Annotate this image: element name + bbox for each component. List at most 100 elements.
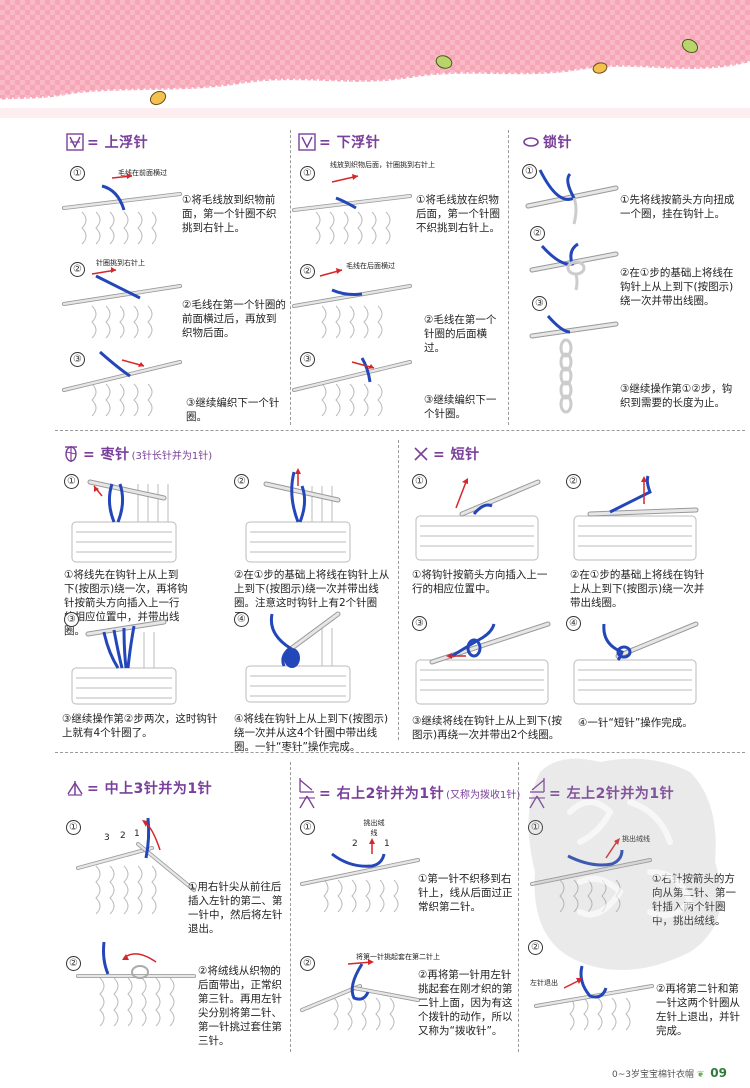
illustration-note: 挑出绒线 — [363, 819, 385, 837]
divider — [398, 440, 399, 740]
leaf-icon — [435, 55, 453, 69]
step-caption: ①将毛线放在织物后面，第一个针圈不织挑到右针上。 — [416, 194, 500, 234]
illustration-note: 将第一针挑起套在第二针上 — [356, 953, 440, 961]
step-caption: ①将线先在钩针上从上到下(按图示)绕一次，再将钩针按箭头方向插入上一行的相应位置… — [64, 569, 188, 637]
illustration-note: 针圈挑到右针上 — [96, 259, 145, 267]
section-title-slip-front: = 上浮针 — [66, 132, 148, 152]
step-caption: ③继续操作第①②步，钩织到需要的长度为止。 — [620, 383, 733, 409]
section-title-bobble: = 枣针 (3针长针并为1针) — [62, 444, 212, 464]
step-number: ④ — [566, 616, 581, 631]
knit-illustration — [292, 268, 412, 339]
step-number: ① — [412, 474, 427, 489]
needle-label: 3 — [104, 833, 110, 843]
crochet-illustration — [71, 619, 177, 705]
divider — [508, 130, 509, 425]
crochet-illustration — [529, 315, 619, 414]
step-caption: ①将钩针按箭头方向插入上一行的相应位置中。 — [412, 569, 548, 595]
knit-illustration — [292, 357, 412, 417]
knit-illustration: 2 1 — [300, 838, 420, 913]
crochet-illustration — [415, 478, 541, 561]
crochet-illustration — [415, 621, 551, 705]
knit-illustration — [534, 965, 654, 1031]
single-crochet-symbol-icon — [414, 447, 428, 461]
divider — [55, 430, 745, 431]
step-number: ② — [66, 956, 81, 971]
divider — [290, 762, 291, 1052]
step-number: ③ — [300, 352, 315, 367]
step-caption: ①将毛线放到织物前面，第一个针圈不织挑到右针上。 — [182, 194, 277, 234]
section-title-center-3-dec: = 中上3针并为1针 — [66, 778, 212, 798]
step-number: ① — [66, 820, 81, 835]
illustration-note: 线放到织物后面，针圈挑到右针上 — [330, 161, 435, 169]
illustration-note: 毛线在后面横过 — [346, 262, 395, 270]
knit-illustration — [62, 267, 182, 339]
step-number: ② — [566, 474, 581, 489]
step-caption: ②再将第二针和第一针这两个针圈从左针上退出，并针完成。 — [656, 983, 740, 1037]
step-caption: ①用右针尖从前往后插入左针的第二、第一针中，然后将左针退出。 — [188, 881, 283, 935]
needle-label: 2 — [352, 839, 358, 849]
knit-illustration — [530, 838, 652, 913]
watermark-seal — [528, 758, 722, 970]
knit-illustration — [300, 959, 420, 1031]
slip-front-symbol-icon — [66, 133, 84, 151]
knit-illustration — [62, 350, 182, 417]
step-number: ② — [530, 226, 545, 241]
section-title-chain: 锁针 — [522, 132, 572, 152]
step-number: ① — [64, 474, 79, 489]
step-caption: ②将绒线从织物的后面带出，正常织第三针。再用左针尖分别将第二针、第一针挑过套住第… — [198, 965, 282, 1047]
header-banner — [0, 0, 750, 118]
bobble-symbol-icon — [65, 446, 77, 462]
crochet-illustration — [525, 169, 619, 225]
step-number: ① — [522, 164, 537, 179]
footer-book-title: 0~3岁宝宝棉针衣帽 — [612, 1070, 694, 1080]
illustration-note: 挑出绒线 — [622, 834, 650, 844]
chain-symbol-icon — [523, 137, 539, 147]
step-caption: ④一针“短针”操作完成。 — [578, 717, 693, 729]
step-number: ② — [300, 956, 315, 971]
page-footer: 0~3岁宝宝棉针衣帽 ❦ 09 — [612, 1066, 727, 1080]
slip-back-symbol-icon — [298, 133, 316, 151]
section-title-single-crochet: = 短针 — [412, 444, 480, 464]
step-number: ① — [300, 166, 315, 181]
crochet-illustration — [245, 611, 351, 703]
needle-label: 1 — [134, 829, 140, 839]
step-caption: ④将线在钩针上从上到下(按图示)绕一次并从这4个针圈中带出线圈。一针“枣针”操作… — [234, 713, 389, 753]
crochet-illustration — [529, 242, 619, 291]
step-number: ① — [70, 166, 85, 181]
crochet-illustration — [573, 621, 699, 705]
leaf-icon — [592, 62, 608, 74]
knit-illustration — [62, 173, 182, 245]
divider — [290, 130, 291, 425]
left-2-dec-symbol-icon — [529, 778, 545, 809]
page-number: 09 — [710, 1066, 727, 1080]
knit-illustration — [292, 174, 412, 245]
step-number: ① — [528, 820, 543, 835]
section-title-slip-back: = 下浮针 — [298, 132, 380, 152]
knit-illustration: 3 2 1 — [76, 817, 196, 915]
divider — [55, 752, 745, 753]
step-caption: ②在①步的基础上将线在钩针上从上到下(按图示)绕一次并带出线圈。注意这时钩针上有… — [234, 569, 390, 623]
section-title-right-2-dec: = 右上2针并为1针 (又称为拨收1针) — [298, 776, 520, 810]
step-caption: ③继续将线在钩针上从上到下(按图示)再绕一次并带出2个线圈。 — [412, 715, 563, 741]
right-2-dec-symbol-icon — [299, 778, 315, 809]
crochet-illustration — [71, 479, 177, 563]
knit-illustration — [76, 941, 196, 1027]
step-caption: ②毛线在第一个针圈的前面横过后，再放到织物后面。 — [182, 299, 286, 339]
step-caption: ③继续操作第②步两次，这时钩针上就有4个针圈了。 — [62, 713, 218, 739]
step-caption: ①第一针不织移到右针上，线从后面过正常织第二针。 — [418, 873, 513, 913]
step-number: ④ — [234, 612, 249, 627]
step-caption: ①右针按箭头的方向从第二针、第一针插入两个针圈中，挑出绒线。 — [652, 872, 744, 928]
step-number: ② — [300, 264, 315, 279]
crochet-illustration — [573, 475, 699, 561]
illustration-note: 毛线在前面横过 — [118, 169, 167, 177]
step-number: ③ — [70, 352, 85, 367]
step-caption: ②再将第一针用左针挑起套在刚才织的第二针上面，因为有这个拨针的动作，所以又称为“… — [418, 969, 513, 1037]
step-number: ③ — [412, 616, 427, 631]
needle-label: 1 — [384, 839, 390, 849]
step-number: ② — [70, 262, 85, 277]
section-title-left-2-dec: = 左上2针并为1针 — [528, 776, 674, 810]
step-number: ② — [234, 474, 249, 489]
leaf-icon — [149, 90, 167, 106]
step-caption: ②在①步的基础上将线在钩针上从上到下(按图示)绕一次并带出线圈。 — [620, 267, 734, 307]
divider — [518, 762, 519, 1052]
